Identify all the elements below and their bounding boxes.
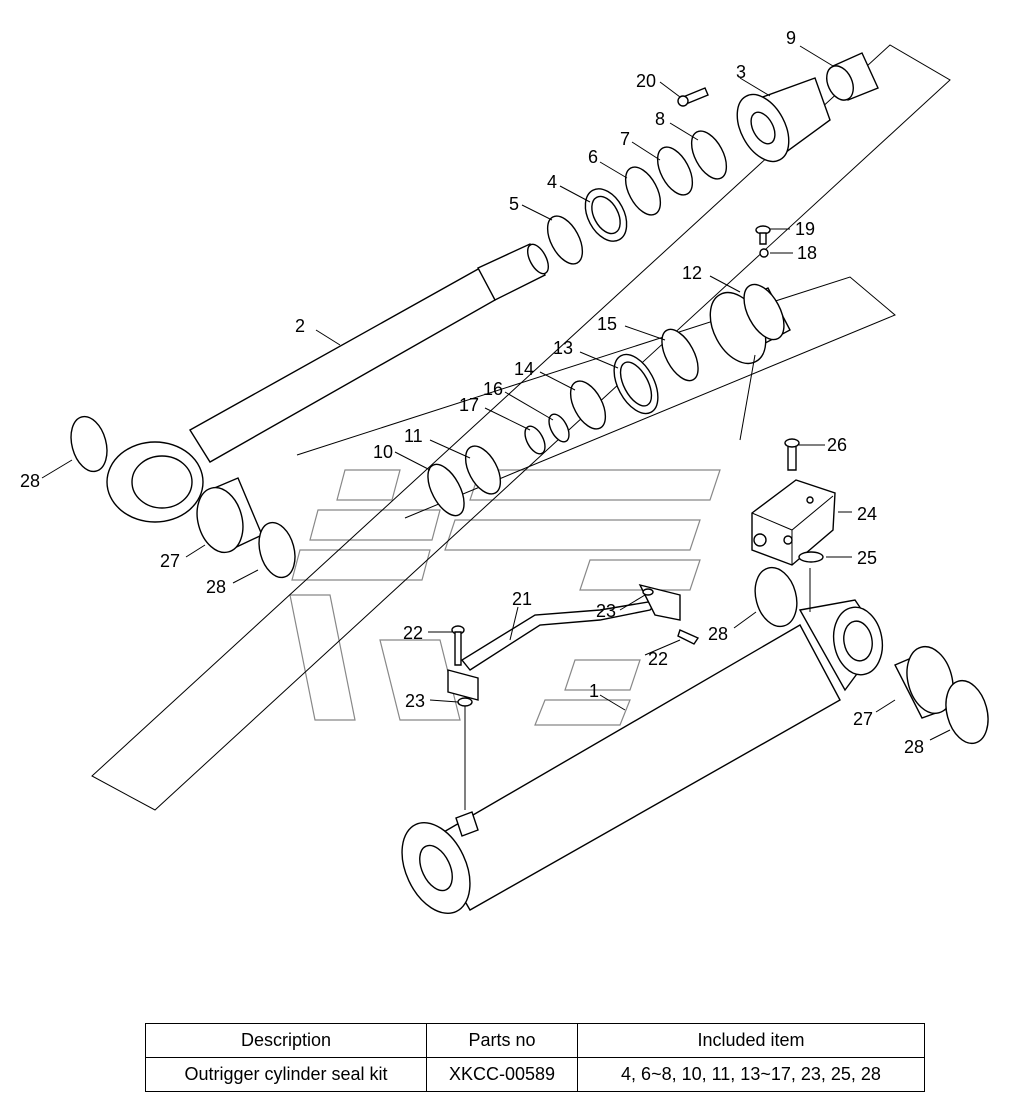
bushing-left xyxy=(70,415,296,579)
label-27-left: 27 xyxy=(160,551,180,571)
part-labels: 9 3 20 8 7 6 4 5 19 18 12 2 15 13 14 16 … xyxy=(20,28,924,757)
label-11: 11 xyxy=(404,426,423,446)
label-28-right: 28 xyxy=(904,737,924,757)
assembly-outline xyxy=(91,44,951,811)
cell-included-item: 4, 6~8, 10, 11, 13~17, 23, 25, 28 xyxy=(577,1057,925,1092)
header-included-item: Included item xyxy=(577,1023,925,1058)
header-description: Description xyxy=(145,1023,427,1058)
label-27-right: 27 xyxy=(853,709,873,729)
label-22-left: 22 xyxy=(403,623,423,643)
bolt-20 xyxy=(677,87,709,107)
label-22-right: 22 xyxy=(648,649,668,669)
label-17: 17 xyxy=(459,395,479,415)
label-3: 3 xyxy=(736,62,746,82)
label-23-bottom: 23 xyxy=(405,691,425,711)
screw-19 xyxy=(755,225,771,258)
label-23-top: 23 xyxy=(596,601,616,621)
label-12: 12 xyxy=(682,263,702,283)
label-19: 19 xyxy=(795,219,815,239)
cell-parts-no: XKCC-00589 xyxy=(426,1057,578,1092)
pipe-21 xyxy=(447,583,700,707)
label-20: 20 xyxy=(636,71,656,91)
exploded-parts-diagram: 9 3 20 8 7 6 4 5 19 18 12 2 15 13 14 16 … xyxy=(20,28,989,915)
label-25: 25 xyxy=(857,548,877,568)
label-13: 13 xyxy=(553,338,573,358)
label-1: 1 xyxy=(589,681,599,701)
cell-description: Outrigger cylinder seal kit xyxy=(145,1057,427,1092)
piston-rod xyxy=(106,243,550,523)
leader-lines xyxy=(41,45,951,810)
seal-kit-table: Description Parts no Included item Outri… xyxy=(145,1023,925,1092)
label-8: 8 xyxy=(655,109,665,129)
label-28-top-left: 28 xyxy=(20,471,40,491)
bushing-right xyxy=(754,566,989,745)
label-21: 21 xyxy=(512,589,532,609)
valve-block xyxy=(751,438,836,566)
rod-cover xyxy=(736,77,831,163)
label-6: 6 xyxy=(588,147,598,167)
label-26: 26 xyxy=(827,435,847,455)
label-5: 5 xyxy=(509,194,519,214)
label-15: 15 xyxy=(597,314,617,334)
label-14: 14 xyxy=(514,359,534,379)
label-24: 24 xyxy=(857,504,877,524)
label-9: 9 xyxy=(786,28,796,48)
label-2: 2 xyxy=(295,316,305,336)
seal-rings-piston xyxy=(427,328,699,517)
seal-rings-upper xyxy=(546,130,728,265)
label-28-left: 28 xyxy=(206,577,226,597)
label-16: 16 xyxy=(483,379,503,399)
label-10: 10 xyxy=(373,442,393,462)
label-7: 7 xyxy=(620,129,630,149)
label-28-mid: 28 xyxy=(708,624,728,644)
watermark-logo xyxy=(289,469,721,726)
label-4: 4 xyxy=(547,172,557,192)
bushing-top xyxy=(826,52,879,101)
table-header-row: Description Parts no Included item xyxy=(145,1023,925,1058)
header-parts-no: Parts no xyxy=(426,1023,578,1058)
piston xyxy=(709,283,791,365)
table-row: Outrigger cylinder seal kit XKCC-00589 4… xyxy=(145,1057,925,1092)
label-18: 18 xyxy=(797,243,817,263)
cylinder-tube xyxy=(401,599,884,915)
